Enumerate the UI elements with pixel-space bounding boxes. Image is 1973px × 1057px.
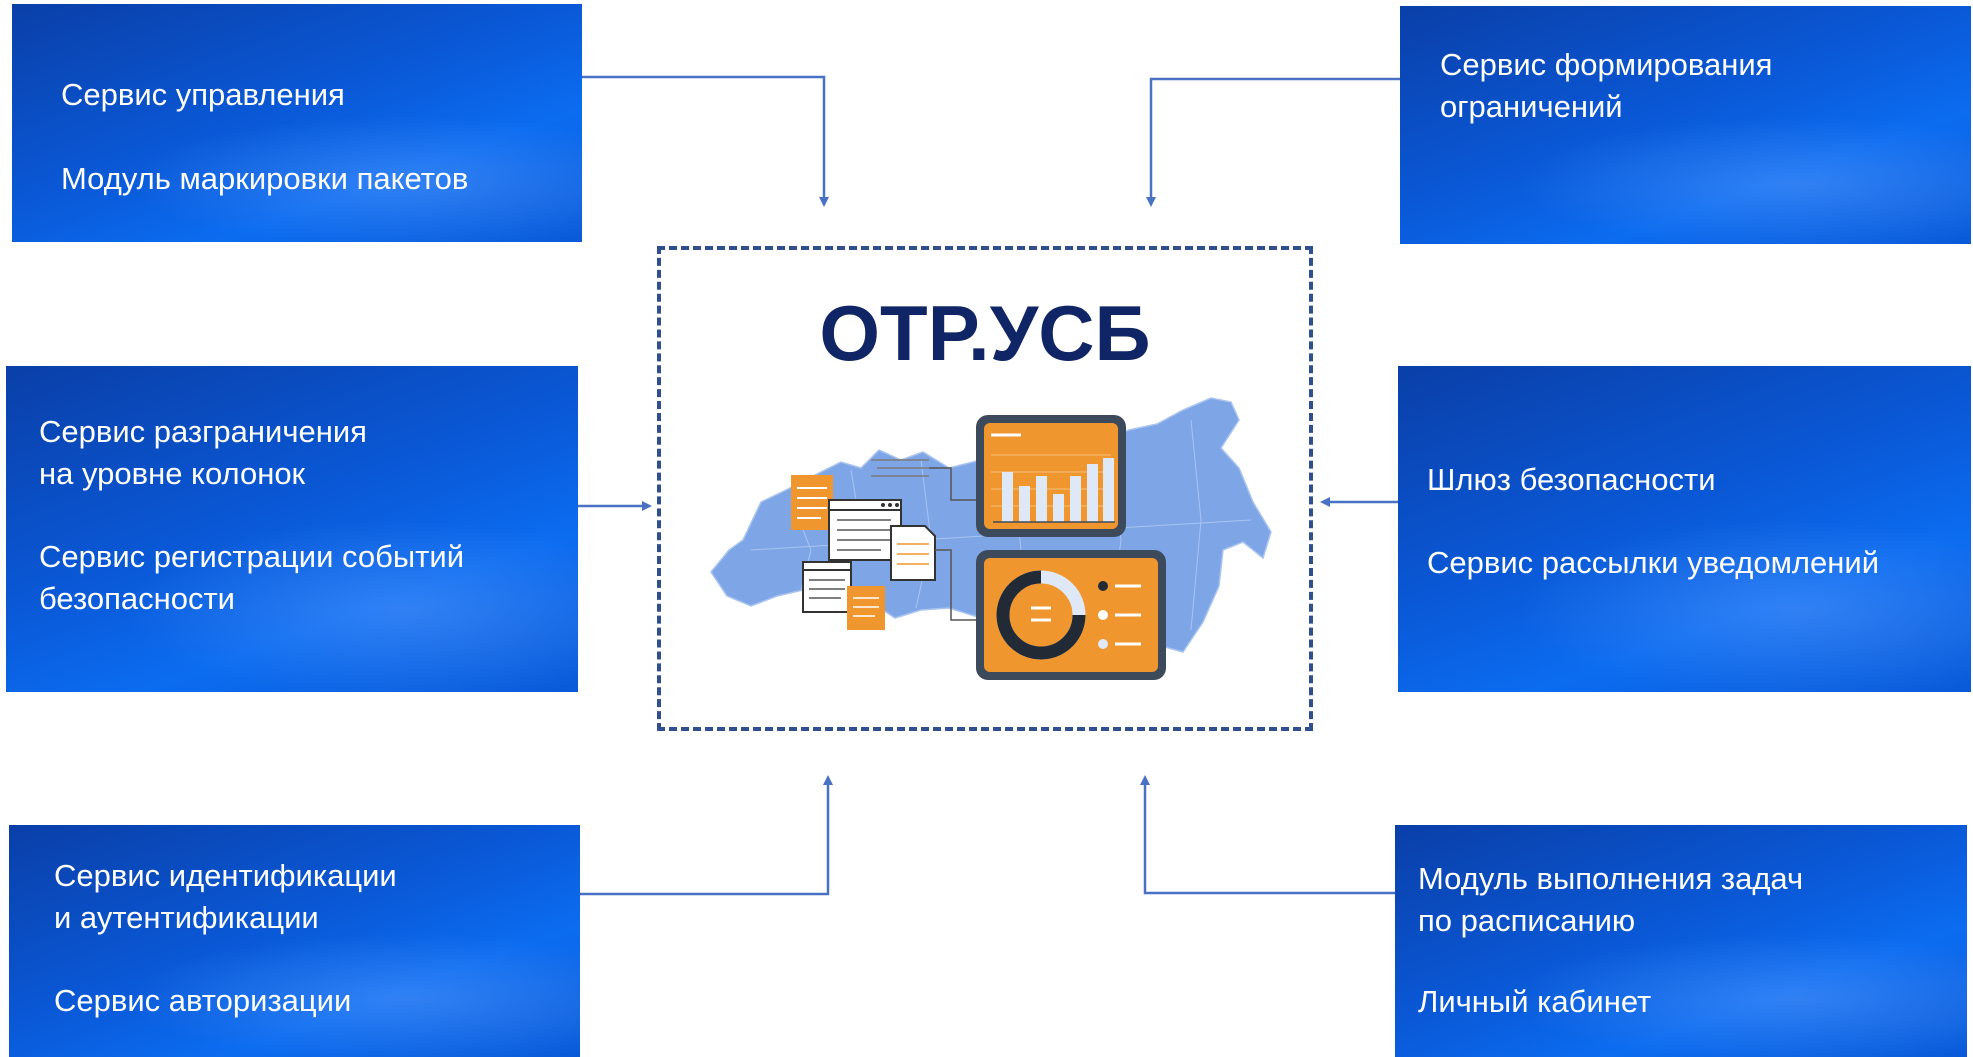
document-icon — [828, 499, 902, 561]
document-icon — [890, 525, 936, 581]
system-title: ОТР.УСБ — [819, 289, 1151, 377]
box-item: Модуль маркировки пакетов — [61, 161, 469, 196]
bar-chart-dashboard-icon — [976, 415, 1126, 537]
document-icon — [791, 475, 833, 530]
connector-bottom-left — [580, 775, 833, 896]
box-item: Сервис рассылки уведомлений — [1427, 545, 1880, 580]
box-bottom-left: Сервис идентификации и аутентификации Се… — [9, 825, 580, 1057]
donut-chart-dashboard-icon — [976, 550, 1166, 680]
box-item: Сервис управления — [61, 77, 345, 112]
box-item: Сервис идентификации и аутентификации — [54, 858, 397, 935]
system-illustration — [710, 397, 1272, 680]
connector-bottom-right — [1140, 775, 1395, 895]
document-icon — [847, 586, 885, 630]
box-item: Модуль выполнения задач по расписанию — [1418, 861, 1804, 938]
box-bottom-right: Модуль выполнения задач по расписанию Ли… — [1395, 825, 1967, 1057]
connector-top-left — [582, 75, 829, 207]
box-top-right: Сервис формирования ограничений — [1400, 6, 1971, 244]
box-item: Сервис авторизации — [54, 983, 352, 1018]
box-item: Шлюз безопасности — [1427, 462, 1716, 497]
box-mid-left: Сервис разграничения на уровне колонок С… — [6, 366, 578, 692]
box-item: Сервис регистрации событий безопасности — [39, 539, 465, 616]
box-mid-right: Шлюз безопасности Сервис рассылки уведом… — [1398, 366, 1971, 692]
box-item: Сервис формирования ограничений — [1440, 47, 1773, 124]
box-item: Личный кабинет — [1418, 984, 1652, 1019]
center-system-box: ОТР.УСБ — [657, 246, 1313, 731]
box-item: Сервис разграничения на уровне колонок — [39, 414, 367, 491]
box-top-left: Сервис управления Модуль маркировки паке… — [12, 4, 582, 242]
connector-top-right — [1146, 77, 1400, 207]
document-icon — [802, 561, 852, 613]
